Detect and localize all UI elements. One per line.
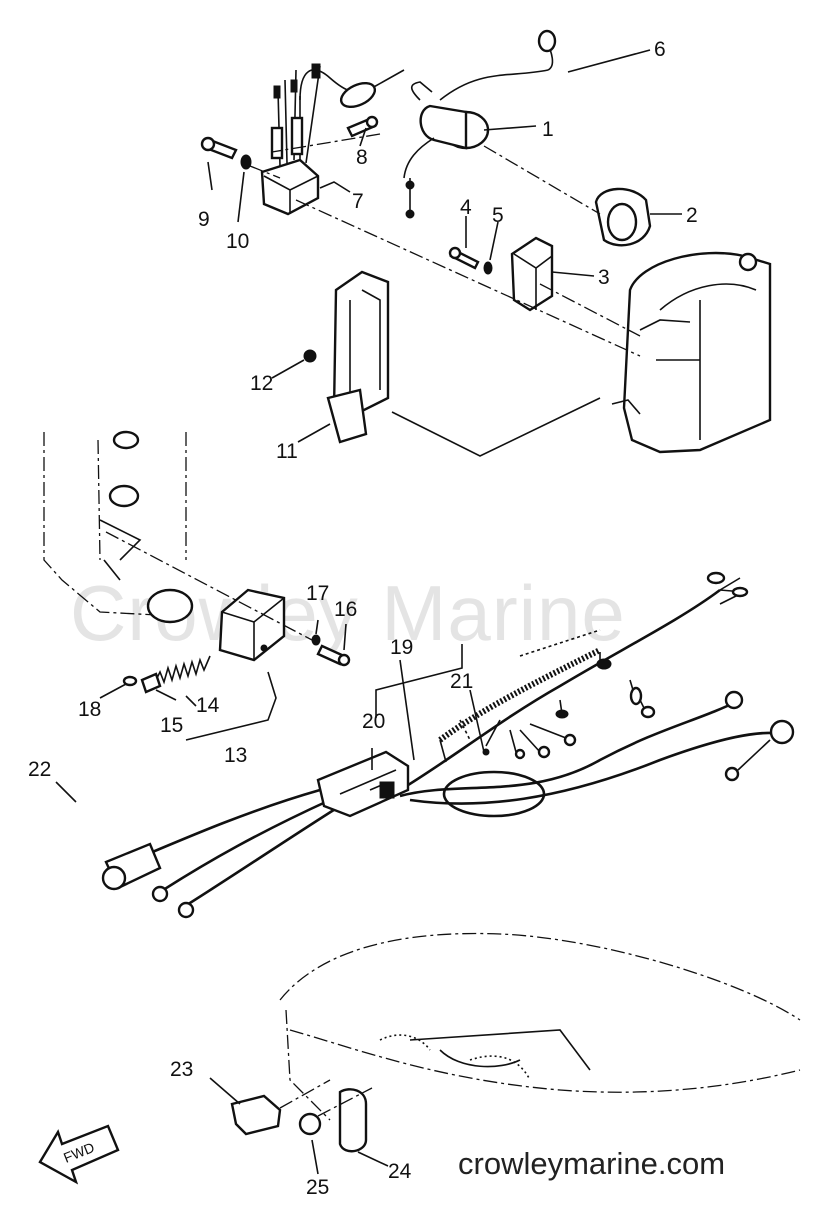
part-20-connector[interactable]	[316, 750, 410, 818]
callout-11: 11	[276, 440, 298, 463]
relay-group	[105, 531, 351, 694]
callout-17: 17	[306, 582, 329, 605]
part-25-plug[interactable]	[298, 1112, 322, 1136]
callout-23: 23	[170, 1058, 193, 1081]
part-23-cover[interactable]	[230, 1094, 282, 1136]
callout-22: 22	[28, 758, 51, 781]
callout-12: 12	[250, 372, 273, 395]
part-14-spring[interactable]	[155, 655, 211, 685]
part-17-washer[interactable]	[311, 634, 321, 646]
callout-2: 2	[686, 204, 698, 227]
callout-16: 16	[334, 598, 357, 621]
callout-labels: 1 2 3 4 5 6 7 8 9 10 11 12 13 14 15 16 1…	[28, 38, 698, 1199]
callout-9: 9	[198, 208, 210, 231]
callout-13: 13	[224, 744, 247, 767]
callout-25: 25	[306, 1176, 329, 1199]
callout-19: 19	[390, 636, 413, 659]
callout-20: 20	[362, 710, 385, 733]
part-8-bolt[interactable]	[346, 115, 379, 138]
fwd-arrow: FWD	[38, 1124, 120, 1185]
callout-8: 8	[356, 146, 368, 169]
part-18-clip[interactable]	[122, 675, 138, 687]
part-16-bolt[interactable]	[316, 644, 351, 667]
callout-14: 14	[196, 694, 220, 717]
callout-3: 3	[598, 266, 610, 289]
part-1-ignition-coil[interactable]	[403, 29, 557, 219]
callout-6: 6	[654, 38, 666, 61]
part-7-cdi-unit[interactable]	[260, 63, 405, 216]
part-9-bolt[interactable]	[200, 136, 238, 160]
part-19-wiring-harness[interactable]	[101, 571, 795, 919]
callout-7: 7	[352, 190, 364, 213]
callout-18: 18	[78, 698, 101, 721]
part-2-coil-bracket[interactable]	[594, 187, 652, 247]
part-5-washer[interactable]	[483, 261, 493, 275]
callout-10: 10	[226, 230, 249, 253]
callout-leaders	[55, 49, 682, 1175]
callout-15: 15	[160, 714, 183, 737]
callout-1: 1	[542, 118, 554, 141]
side-cowling-section	[43, 430, 194, 624]
part-3-bracket[interactable]	[510, 236, 554, 312]
part-4-bolt[interactable]	[448, 246, 480, 270]
part-10-washer[interactable]	[240, 154, 252, 170]
part-12-screw[interactable]	[303, 349, 317, 363]
part-15-pin[interactable]	[140, 672, 162, 694]
engine-block	[611, 251, 772, 454]
part-21-harness-sleeve[interactable]	[438, 647, 602, 763]
part-11-plate[interactable]	[326, 270, 390, 444]
callout-5: 5	[492, 204, 504, 227]
callout-21: 21	[450, 670, 473, 693]
wiring-harness-group	[101, 571, 795, 919]
part-24-grommet[interactable]	[338, 1088, 368, 1153]
coil-cdi-group	[200, 29, 772, 457]
callout-24: 24	[388, 1160, 412, 1183]
bottom-cowling-group	[230, 932, 801, 1153]
callout-4: 4	[460, 196, 472, 219]
site-url-text: crowleymarine.com	[458, 1146, 726, 1181]
part-13-relay[interactable]	[218, 588, 286, 662]
